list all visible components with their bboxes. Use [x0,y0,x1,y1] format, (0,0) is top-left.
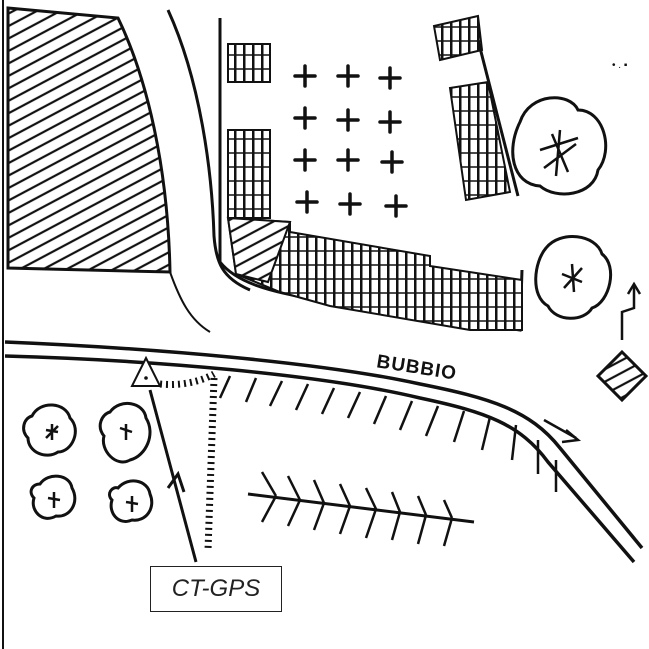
cemetery-cross-icon [295,190,319,214]
cemetery-cross-icon [293,148,317,172]
main-road-edge-top [4,340,644,550]
tree-icon [534,235,613,320]
bush-icon [98,402,152,464]
cemetery-cross-icon [293,64,317,88]
bush-icon [29,474,77,520]
access-arrow [148,389,198,563]
cemetery-cross-icon [336,64,360,88]
cemetery-cross-icon [338,192,362,216]
building-corner-hatch [226,216,292,284]
cemetery-cross-icon [378,66,402,90]
bush-icon [108,479,154,523]
cemetery-crosses [293,64,408,218]
building-right-column [448,80,512,202]
parking-edge-ticks [218,375,558,492]
side-road-edge [166,9,251,292]
traffic-direction-arrow-icon [543,418,582,444]
cemetery-cross-icon [336,108,360,132]
building-mid-left [227,129,271,219]
station-label-box: CT-GPS [150,566,282,612]
cemetery-cross-icon [380,150,404,174]
cemetery-cross-icon [384,194,408,218]
diamond-marker-icon [595,349,649,403]
cemetery-cross-icon [336,148,360,172]
side-road-edge-left [169,271,211,333]
building-top-right [432,14,484,62]
station-label: CT-GPS [171,575,261,602]
parking-edge [220,372,548,420]
survey-station-triangle-icon [130,355,162,387]
dashed-footpath-vertical [204,377,218,551]
tree-icon [511,96,608,196]
dots-marker: • . ▪ [612,60,628,71]
north-arrow-icon [620,281,642,340]
lot-boundary-right [476,39,520,197]
parking-stalls [247,471,475,547]
building-top-left [227,43,271,83]
road-label: BUBBIO [375,351,458,384]
cemetery-cross-icon [378,110,402,134]
hatched-field [6,6,172,274]
dashed-footpath [159,370,216,388]
building-row-bottom [226,216,523,331]
cemetery-cross-icon [293,106,317,130]
main-road-edge-bottom [4,354,636,564]
bush-icon [22,403,77,457]
